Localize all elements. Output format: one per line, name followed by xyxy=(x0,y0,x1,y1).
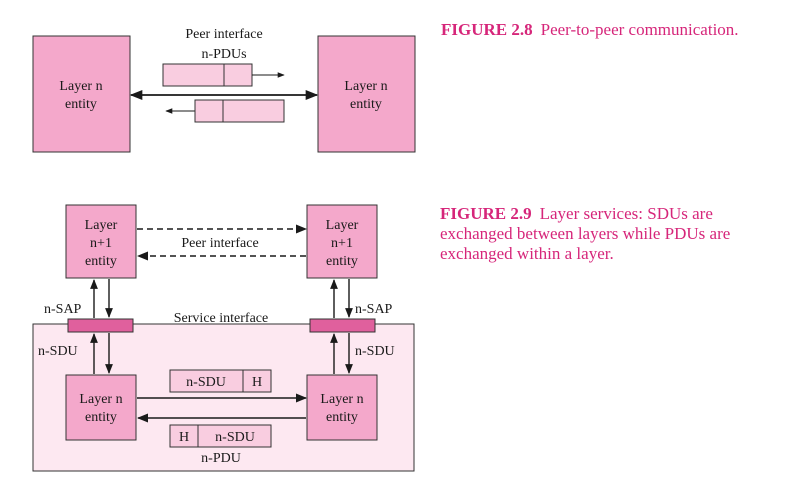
fig28-left-entity-line2: entity xyxy=(65,97,97,112)
fig29-upper-left-line2: n+1 xyxy=(90,236,112,251)
fig29-peer-label-backdrop xyxy=(170,233,270,251)
fig29-upper-left-entity-box xyxy=(65,204,137,279)
figure-2-8-caption-label: FIGURE 2.8 xyxy=(441,20,533,39)
figure-2-8-caption-text: Peer-to-peer communication. xyxy=(540,20,739,39)
figure-2-9-diagram: Layer n+1 entity Layer n+1 entity Peer i… xyxy=(32,204,415,472)
fig29-upper-right-line3: entity xyxy=(326,254,358,269)
fig29-right-sap-label: n-SAP xyxy=(355,302,393,317)
fig29-bottom-pdu-sdu-text: n-SDU xyxy=(215,430,255,445)
fig29-bottom-pdu-sdu-box xyxy=(197,424,272,448)
fig28-right-entity-box xyxy=(317,35,416,153)
fig28-left-entity-box xyxy=(32,35,131,153)
fig29-lower-right-line1: Layer n xyxy=(320,392,363,407)
fig28-right-entity-line1: Layer n xyxy=(344,79,387,94)
fig29-pdu-label: n-PDU xyxy=(201,451,241,466)
fig28-upper-pdu-data xyxy=(162,63,225,87)
fig29-right-sdu-label: n-SDU xyxy=(355,344,395,359)
fig28-lower-pdu-header xyxy=(194,99,224,123)
fig28-peer-interface-label: Peer interface xyxy=(185,27,262,42)
figure-2-8-diagram: Layer n entity Layer n entity Peer inter… xyxy=(32,27,416,153)
fig28-pdus-label: n-PDUs xyxy=(201,47,246,62)
figure-2-9-caption-label: FIGURE 2.9 xyxy=(440,204,532,223)
fig29-top-pdu-sdu-text: n-SDU xyxy=(186,375,226,390)
fig29-peer-interface-label: Peer interface xyxy=(181,236,258,251)
fig29-left-sdu-label: n-SDU xyxy=(38,344,78,359)
fig29-right-sap-bar xyxy=(309,318,376,333)
fig29-upper-left-line1: Layer xyxy=(85,218,118,233)
fig29-lower-right-line2: entity xyxy=(326,410,358,425)
fig29-upper-right-line2: n+1 xyxy=(331,236,353,251)
fig29-top-pdu-header-box xyxy=(242,369,272,393)
fig29-upper-left-line3: entity xyxy=(85,254,117,269)
fig29-lower-left-line2: entity xyxy=(85,410,117,425)
fig28-upper-pdu-header xyxy=(223,63,253,87)
fig29-lower-left-entity-box xyxy=(65,374,137,441)
fig29-lower-right-entity-box xyxy=(306,374,378,441)
fig29-upper-right-entity-box xyxy=(306,204,378,279)
fig29-upper-right-line1: Layer xyxy=(326,218,359,233)
fig28-lower-pdu-data xyxy=(222,99,285,123)
fig29-top-pdu-header-text: H xyxy=(252,375,262,390)
fig29-bottom-pdu-header-text: H xyxy=(179,430,189,445)
fig28-left-entity-line1: Layer n xyxy=(59,79,102,94)
fig29-service-interface-label: Service interface xyxy=(174,311,268,326)
fig29-lower-left-line1: Layer n xyxy=(79,392,122,407)
figure-2-8-caption: FIGURE 2.8 Peer-to-peer communication. xyxy=(441,20,761,40)
figure-2-9-caption-text: Layer services: SDUs are exchanged betwe… xyxy=(440,204,731,263)
fig28-right-entity-line2: entity xyxy=(350,97,382,112)
fig29-left-sap-label: n-SAP xyxy=(44,302,82,317)
fig29-left-sap-bar xyxy=(67,318,134,333)
